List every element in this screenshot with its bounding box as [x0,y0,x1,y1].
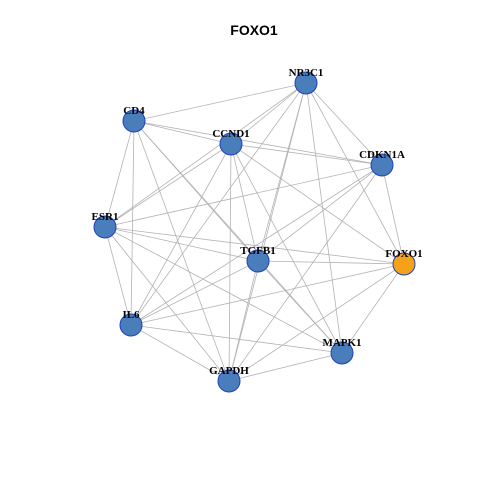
node-label-foxo1: FOXO1 [385,248,422,260]
graph-title: FOXO1 [230,22,278,38]
edge-cd4-mapk1 [133,120,343,354]
node-label-esr1: ESR1 [92,211,119,223]
edge-ccnd1-il6 [130,143,232,326]
edge-cdkn1a-tgfb1 [257,164,383,262]
node-gapdh [217,369,241,393]
edge-cdkn1a-il6 [130,164,383,326]
node-label-mapk1: MAPK1 [322,337,361,349]
edge-ccnd1-gapdh [228,143,232,382]
edge-ccnd1-tgfb1 [230,143,259,262]
edge-nr3c1-cdkn1a [305,82,383,166]
edge-nr3c1-cd4 [133,82,307,122]
edge-mapk1-gapdh [228,352,343,382]
edge-foxo1-mapk1 [341,263,405,354]
edge-esr1-tgfb1 [104,226,259,262]
node-label-cd4: CD4 [123,105,145,117]
node-label-tgfb1: TGFB1 [240,245,275,257]
node-mapk1 [330,341,354,365]
node-tgfb1 [246,249,270,273]
edge-cd4-il6 [130,120,135,326]
node-nr3c1 [294,71,318,95]
edge-ccnd1-cdkn1a [230,143,383,166]
edge-cd4-cdkn1a [133,120,383,166]
edge-cdkn1a-foxo1 [381,164,405,265]
node-label-ccnd1: CCND1 [212,128,249,140]
node-il6 [119,313,143,337]
edge-esr1-gapdh [104,226,230,382]
node-label-il6: IL6 [122,309,140,321]
node-label-gapdh: GAPDH [209,365,249,377]
edge-ccnd1-esr1 [104,143,232,228]
edge-tgfb1-mapk1 [257,260,343,354]
edge-foxo1-gapdh [228,263,405,382]
edge-nr3c1-mapk1 [305,82,343,354]
edge-esr1-il6 [104,226,132,326]
node-esr1 [93,215,117,239]
edge-cd4-gapdh [133,120,230,382]
edge-il6-mapk1 [130,324,343,354]
edge-tgfb1-il6 [130,260,259,326]
edge-cdkn1a-esr1 [104,164,383,228]
edge-tgfb1-foxo1 [257,260,405,265]
edge-cd4-esr1 [104,120,135,228]
edge-layer [104,82,405,382]
node-cd4 [122,109,146,133]
edge-esr1-foxo1 [104,226,405,265]
edge-foxo1-il6 [130,263,405,326]
edge-nr3c1-il6 [130,82,307,326]
edge-nr3c1-ccnd1 [230,82,307,145]
edge-cd4-ccnd1 [133,120,232,145]
edge-ccnd1-foxo1 [230,143,405,265]
node-label-nr3c1: NR3C1 [289,67,324,79]
edge-nr3c1-foxo1 [305,82,405,265]
node-foxo1 [392,252,416,276]
edge-cdkn1a-gapdh [228,164,383,382]
edge-il6-gapdh [130,324,230,382]
edge-tgfb1-gapdh [228,260,259,382]
node-label-cdkn1a: CDKN1A [359,149,405,161]
node-ccnd1 [219,132,243,156]
edge-nr3c1-gapdh [228,82,307,382]
node-cdkn1a [370,153,394,177]
node-layer [93,71,416,393]
edge-nr3c1-esr1 [104,82,307,228]
